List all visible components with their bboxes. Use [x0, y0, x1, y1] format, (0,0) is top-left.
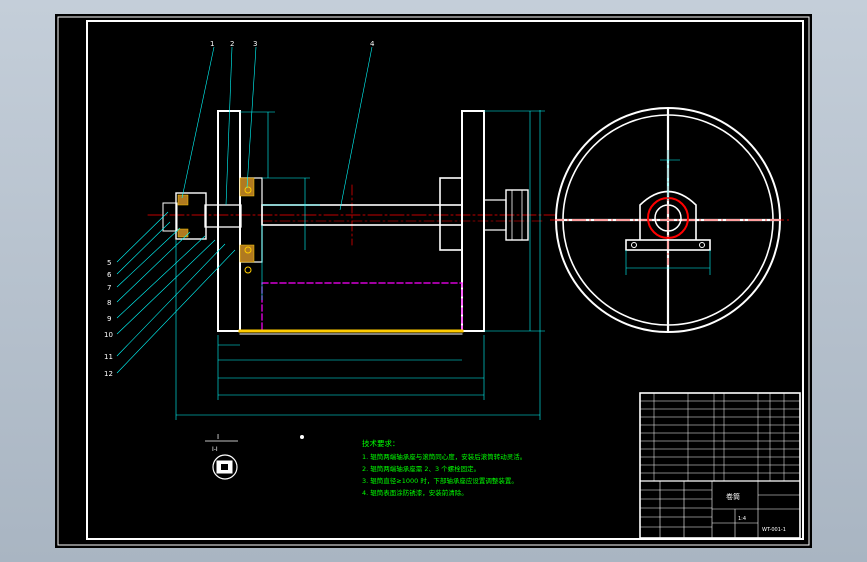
bolt-circle-3 — [244, 266, 252, 274]
title-block-grid — [640, 481, 800, 538]
marker-dot — [300, 435, 304, 439]
tech-req-title: 技术要求： — [362, 438, 400, 448]
part-1: 1 — [210, 40, 214, 48]
bolt-left — [631, 242, 637, 248]
part-number-labels: 1 2 3 4 5 6 7 8 9 10 11 12 — [104, 40, 375, 378]
parts-list-grid — [640, 393, 800, 482]
technical-requirements: 技术要求： 1. 辊筒两端轴承座与滚筒同心度，安装后滚筒转动灵活。 2. 辊筒两… — [362, 438, 526, 497]
dimension-lines — [175, 110, 545, 420]
part-2: 2 — [230, 40, 234, 48]
right-bearing — [505, 189, 529, 241]
part-5: 5 — [107, 259, 111, 267]
leader-lines — [116, 46, 373, 374]
bolt-right — [699, 242, 705, 248]
bearing-hatch — [177, 194, 189, 206]
bearing-housing — [175, 192, 207, 240]
pillow-block-base — [625, 239, 711, 251]
drum-side-view — [550, 107, 790, 333]
part-9: 9 — [107, 315, 111, 323]
drawing-sheet — [55, 14, 812, 548]
part-12: 12 — [104, 370, 113, 378]
drum-front-view — [147, 110, 556, 335]
tech-req-line-4: 4. 辊筒表面涂防锈漆，安装前清除。 — [362, 488, 468, 497]
tech-req-line-2: 2. 辊筒两端轴承座需 2、3 个螺栓固定。 — [362, 464, 480, 473]
bolt-circle-1 — [244, 186, 252, 194]
part-6: 6 — [107, 271, 112, 279]
tech-req-line-1: 1. 辊筒两端轴承座与滚筒同心度，安装后滚筒转动灵活。 — [362, 452, 526, 461]
bolt-circle-2 — [244, 246, 252, 254]
tech-req-line-3: 3. 辊筒直径≥1000 时，下部轴承座应设置调整装置。 — [362, 476, 518, 485]
part-4: 4 — [370, 40, 375, 48]
title-scale: 1:4 — [738, 516, 746, 522]
title-name: 卷筒 — [726, 492, 740, 501]
section-circle — [212, 454, 238, 480]
bearing-seat — [204, 204, 242, 228]
part-10: 10 — [104, 331, 113, 339]
part-8: 8 — [107, 299, 111, 307]
title-block: 卷筒 1:4 WT-001-1 — [639, 392, 801, 539]
section-label: I — [217, 433, 219, 441]
bearing-hatch-2 — [177, 228, 189, 238]
bearing-bore-inner — [654, 204, 682, 232]
outer-frame — [57, 16, 810, 546]
part-7: 7 — [107, 284, 111, 292]
inner-frame — [86, 20, 804, 540]
part-11: 11 — [104, 353, 113, 361]
part-3: 3 — [253, 40, 257, 48]
section-detail: I I-I — [205, 433, 304, 480]
section-view-label: I-I — [212, 446, 218, 453]
title-drawing-no: WT-001-1 — [762, 527, 786, 533]
